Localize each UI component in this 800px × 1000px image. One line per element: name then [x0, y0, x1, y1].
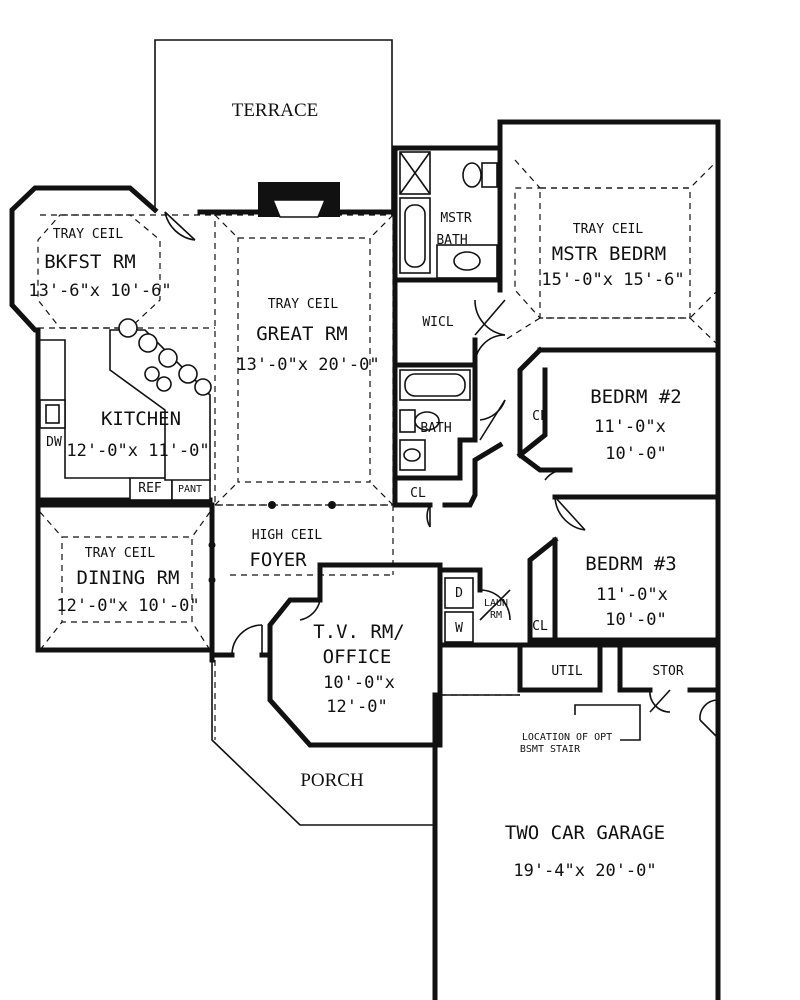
- columns: [208, 501, 336, 584]
- dining-ceiling-label: TRAY CEIL: [85, 546, 156, 561]
- mstr-bath-label-line2: BATH: [436, 233, 467, 248]
- garage-label: TWO CAR GARAGE: [505, 822, 665, 844]
- laundry-label-line2: RM: [490, 610, 502, 621]
- laundry-fixtures: [444, 577, 474, 643]
- tv-office-dims-line1: 10'-0"x: [323, 673, 395, 693]
- pantry-label: PANT: [178, 484, 202, 495]
- terrace: [154, 39, 393, 210]
- laundry-label-line1: LAUN: [484, 598, 508, 609]
- refrigerator-label: REF: [138, 481, 162, 496]
- tv-office-label-line1: T.V. RM/: [313, 621, 405, 643]
- bedrm2-dims-line1: 11'-0"x: [594, 417, 666, 437]
- bedrm2-dims-line2: 10'-0": [605, 444, 666, 464]
- great-room-label: GREAT RM: [256, 323, 348, 345]
- mstr-bedrm-dims-label: 15'-0"x 15'-6": [541, 270, 684, 290]
- hall-bath-fixtures: [399, 369, 471, 471]
- dining-room-label: DINING RM: [77, 567, 180, 589]
- mstr-bedrm-label: MSTR BEDRM: [552, 243, 666, 265]
- terrace-label: TERRACE: [232, 100, 319, 121]
- stor-label: STOR: [652, 664, 683, 679]
- tv-office-label-line2: OFFICE: [323, 646, 392, 668]
- bedrm2-label: BEDRM #2: [590, 386, 682, 408]
- kitchen-fixtures: [38, 318, 212, 501]
- foyer-ceiling-label: HIGH CEIL: [252, 528, 323, 543]
- stair-note-line2: BSMT STAIR: [520, 744, 581, 755]
- bedrm3-closet-label: CL: [532, 619, 548, 634]
- bedrm3-dims-line1: 11'-0"x: [596, 585, 668, 605]
- bkfst-room-label: BKFST RM: [44, 251, 136, 273]
- kitchen-dims-label: 12'-0"x 11'-0": [66, 441, 209, 461]
- kitchen-label: KITCHEN: [101, 408, 181, 430]
- tv-office-dims-line2: 12'-0": [326, 697, 387, 717]
- mstr-bath-label-line1: MSTR: [440, 211, 471, 226]
- bedrm3-dims-line2: 10'-0": [605, 610, 666, 630]
- dining-dims-label: 12'-0"x 10'-0": [56, 596, 199, 616]
- washer-label: W: [455, 621, 463, 636]
- garage-dims-label: 19'-4"x 20'-0": [513, 861, 656, 881]
- wicl-label: WICL: [422, 315, 453, 330]
- bkfst-ceiling-label: TRAY CEIL: [53, 227, 124, 242]
- great-ceiling-label: TRAY CEIL: [268, 297, 339, 312]
- util-label: UTIL: [551, 664, 582, 679]
- dishwasher-label: DW: [46, 435, 62, 450]
- hall-closet-label: CL: [410, 486, 426, 501]
- dryer-label: D: [455, 586, 463, 601]
- mstr-bedrm-ceiling-label: TRAY CEIL: [573, 222, 644, 237]
- porch-label: PORCH: [300, 770, 364, 791]
- bkfst-dims-label: 13'-6"x 10'-6": [28, 281, 171, 301]
- foyer-label: FOYER: [249, 549, 307, 571]
- great-dims-label: 13'-0"x 20'-0": [236, 355, 379, 375]
- fireplace: [258, 182, 340, 218]
- doors: [164, 211, 719, 739]
- bath-label: BATH: [420, 421, 451, 436]
- stair-note-leader: [574, 704, 641, 741]
- master-bath-fixtures: [399, 151, 498, 279]
- stair-note-line1: LOCATION OF OPT: [522, 732, 612, 743]
- bedrm3-label: BEDRM #3: [585, 553, 677, 575]
- porch: [211, 655, 520, 826]
- bedrm2-closet-label: CL: [532, 409, 548, 424]
